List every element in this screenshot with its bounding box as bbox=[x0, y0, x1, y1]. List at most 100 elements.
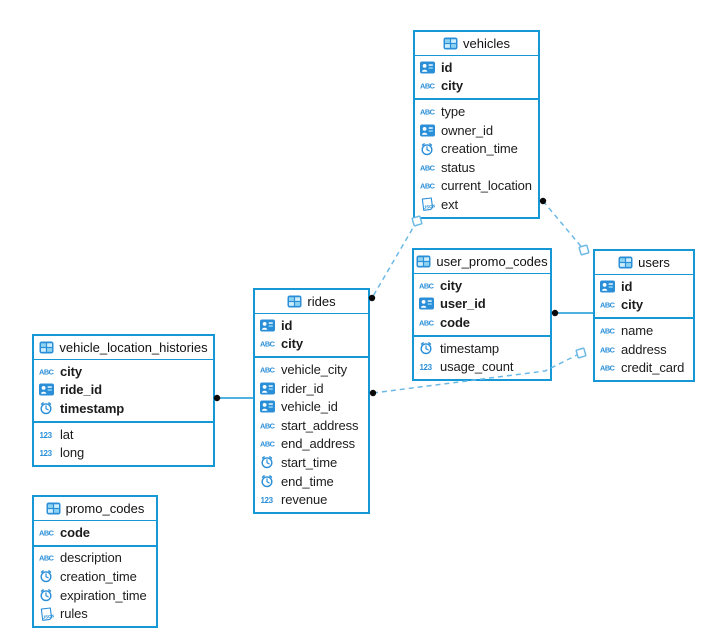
timestamp-type-icon bbox=[39, 588, 56, 602]
field-row-timestamp[interactable]: timestamp bbox=[414, 339, 550, 358]
string-type-icon: ABC bbox=[600, 324, 617, 337]
field-name: end_time bbox=[281, 473, 334, 489]
table-name: rides bbox=[307, 294, 336, 309]
field-row-vehicle_city[interactable]: ABC vehicle_city bbox=[255, 360, 368, 379]
table-icon bbox=[618, 256, 633, 269]
field-name: name bbox=[621, 322, 654, 338]
svg-text:123: 123 bbox=[40, 449, 53, 458]
svg-text:ABC: ABC bbox=[419, 281, 435, 290]
field-row-vehicle_id[interactable]: vehicle_id bbox=[255, 397, 368, 416]
field-row-name[interactable]: ABC name bbox=[595, 321, 693, 340]
field-row-ride_id[interactable]: ride_id bbox=[34, 381, 213, 400]
field-name: ride_id bbox=[60, 382, 102, 398]
string-type-icon: ABC bbox=[419, 316, 436, 329]
svg-text:ABC: ABC bbox=[39, 528, 55, 537]
string-type-icon: ABC bbox=[420, 105, 437, 118]
field-row-end_time[interactable]: end_time bbox=[255, 472, 368, 491]
field-row-creation_time[interactable]: creation_time bbox=[415, 139, 538, 158]
timestamp-type-icon bbox=[260, 455, 277, 469]
table-header[interactable]: vehicles bbox=[415, 32, 538, 56]
field-row-rider_id[interactable]: rider_id bbox=[255, 379, 368, 398]
field-row-owner_id[interactable]: owner_id bbox=[415, 121, 538, 140]
timestamp-type-icon bbox=[39, 401, 56, 415]
table-header[interactable]: user_promo_codes bbox=[414, 250, 550, 274]
field-name: id bbox=[281, 317, 293, 333]
table-header[interactable]: rides bbox=[255, 290, 368, 314]
table-name: promo_codes bbox=[65, 501, 145, 516]
string-type-icon: ABC bbox=[39, 365, 56, 378]
number-type-icon: 123 bbox=[419, 360, 436, 373]
table-header[interactable]: users bbox=[595, 251, 693, 275]
field-row-code[interactable]: ABC code bbox=[34, 523, 156, 542]
svg-text:ABC: ABC bbox=[420, 163, 436, 172]
json-type-icon: JSON bbox=[420, 197, 437, 212]
svg-text:ABC: ABC bbox=[39, 367, 55, 376]
relationship-vehicles-to-users[interactable] bbox=[542, 200, 585, 251]
field-row-id[interactable]: id bbox=[415, 58, 538, 77]
number-type-icon: 123 bbox=[260, 493, 277, 506]
svg-text:123: 123 bbox=[420, 363, 433, 372]
field-row-user_id[interactable]: user_id bbox=[414, 295, 550, 314]
string-type-icon: ABC bbox=[260, 363, 277, 376]
field-row-id[interactable]: id bbox=[595, 277, 693, 296]
string-type-icon: ABC bbox=[600, 361, 617, 374]
field-row-id[interactable]: id bbox=[255, 316, 368, 335]
table-header[interactable]: promo_codes bbox=[34, 497, 156, 521]
field-row-creation_time[interactable]: creation_time bbox=[34, 567, 156, 586]
id-type-icon bbox=[260, 400, 277, 413]
field-name: expiration_time bbox=[60, 587, 147, 603]
field-name: start_address bbox=[281, 417, 359, 433]
field-row-expiration_time[interactable]: expiration_time bbox=[34, 586, 156, 605]
field-name: code bbox=[60, 524, 90, 540]
field-row-start_time[interactable]: start_time bbox=[255, 453, 368, 472]
id-type-icon bbox=[600, 280, 617, 293]
field-name: vehicle_city bbox=[281, 361, 347, 377]
table-header[interactable]: vehicle_location_histories bbox=[34, 336, 213, 360]
string-type-icon: ABC bbox=[39, 551, 56, 564]
svg-text:ABC: ABC bbox=[420, 182, 436, 191]
field-row-timestamp[interactable]: timestamp bbox=[34, 399, 213, 418]
id-type-icon bbox=[419, 297, 436, 310]
field-name: timestamp bbox=[440, 340, 500, 356]
string-type-icon: ABC bbox=[420, 161, 437, 174]
relationship-vehicles-to-rides[interactable] bbox=[371, 220, 418, 299]
svg-text:JSON: JSON bbox=[42, 613, 54, 619]
connection-dot-marker bbox=[539, 197, 547, 205]
field-name: start_time bbox=[281, 454, 338, 470]
string-type-icon: ABC bbox=[419, 279, 436, 292]
field-name: owner_id bbox=[441, 122, 493, 138]
table-name: vehicle_location_histories bbox=[59, 340, 208, 355]
field-name: vehicle_id bbox=[281, 399, 338, 415]
